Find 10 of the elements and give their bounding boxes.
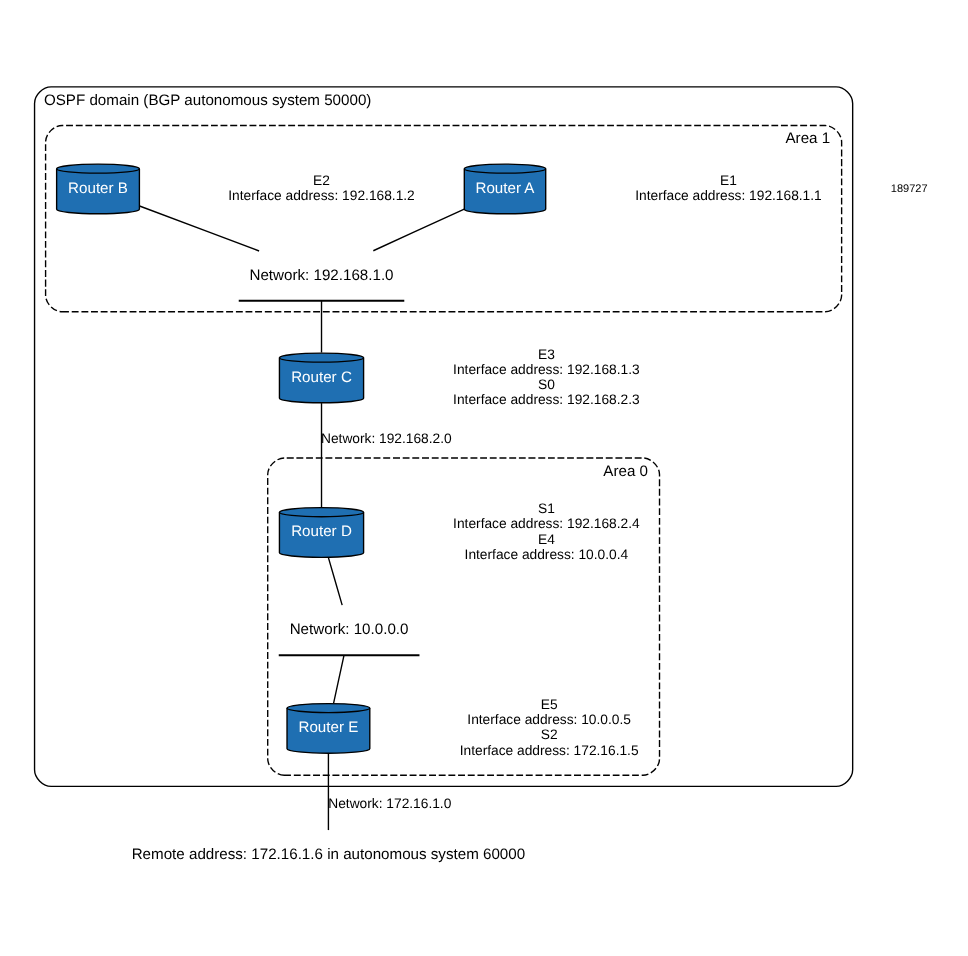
connector [137,205,259,252]
connector [331,654,344,704]
connector [371,208,464,252]
node-text: Remote address: 172.16.1.6 in autonomous system 60000 [130,845,525,864]
connector [319,300,322,354]
connector [326,753,329,831]
connector [326,556,342,606]
node-text: Network: 192.168.1.0 [248,265,393,284]
node-text: Network: 10.0.0.0 [288,620,408,639]
connector [319,402,322,509]
